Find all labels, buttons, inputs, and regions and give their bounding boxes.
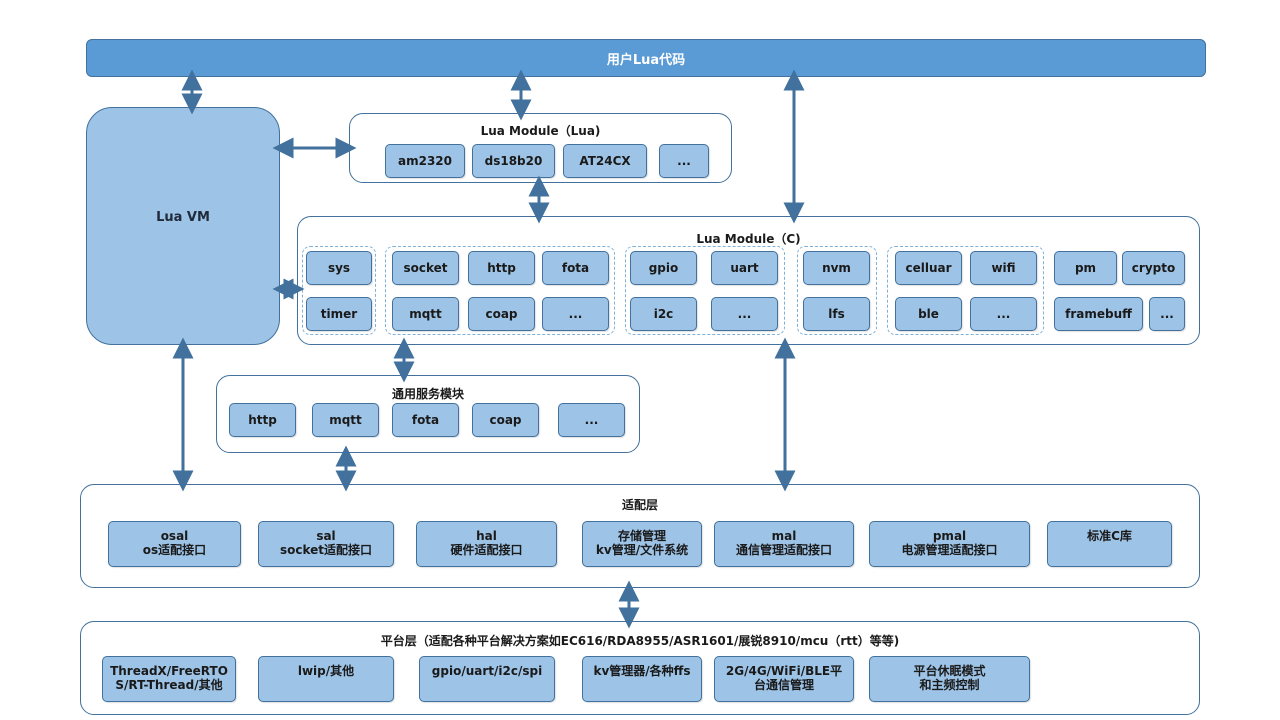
adapter-osal-desc: os适配接口 [142, 543, 207, 557]
service-http: http [229, 403, 296, 437]
adapter-osal-name: osal [160, 529, 189, 543]
adapter-pmal: pmal 电源管理适配接口 [869, 521, 1030, 567]
module-http: http [468, 251, 535, 285]
lua-module-lua-title: Lua Module（Lua) [480, 124, 601, 138]
user-lua-code-label: 用户Lua代码 [606, 52, 686, 68]
lua-vm-label: Lua VM [156, 209, 210, 225]
user-lua-code-bar: 用户Lua代码 [86, 39, 1206, 77]
module-coap: coap [468, 297, 535, 331]
platform-layer-title: 平台层（适配各种平台解决方案如EC616/RDA8955/ASR1601/展锐8… [380, 634, 900, 648]
module-wireless-more: ... [970, 297, 1037, 331]
module-network-more: ... [542, 297, 609, 331]
adapter-storage-desc: kv管理/文件系统 [595, 543, 689, 557]
module-uart: uart [711, 251, 778, 285]
adapter-stdc-name: 标准C库 [1087, 529, 1132, 543]
group-network [385, 246, 615, 335]
group-storage [797, 246, 877, 335]
module-mqtt: mqtt [392, 297, 459, 331]
adapter-pmal-desc: 电源管理适配接口 [901, 543, 998, 557]
platform-comm: 2G/4G/WiFi/BLE平 台通信管理 [714, 656, 854, 702]
module-lfs: lfs [803, 297, 870, 331]
platform-peripheral-line1: gpio/uart/i2c/spi [431, 664, 543, 678]
module-timer: timer [306, 297, 372, 331]
adapter-stdc: 标准C库 [1047, 521, 1172, 567]
platform-power: 平台休眠模式 和主频控制 [869, 656, 1030, 702]
adapter-sal-desc: socket适配接口 [279, 543, 373, 557]
platform-lwip-line1: lwip/其他 [297, 664, 355, 678]
adapter-storage-name: 存储管理 [617, 529, 666, 543]
adapter-mal-desc: 通信管理适配接口 [735, 543, 832, 557]
adapter-storage: 存储管理 kv管理/文件系统 [582, 521, 702, 567]
group-wireless [887, 246, 1044, 335]
module-i2c: i2c [630, 297, 697, 331]
module-lua-more: ... [659, 144, 709, 178]
service-mqtt: mqtt [312, 403, 379, 437]
adapter-hal-desc: 硬件适配接口 [450, 543, 523, 557]
module-wifi: wifi [970, 251, 1037, 285]
platform-comm-line2: 台通信管理 [753, 678, 814, 692]
module-peripheral-more: ... [711, 297, 778, 331]
service-fota: fota [392, 403, 459, 437]
adapter-sal-name: sal [316, 529, 336, 543]
platform-rtos-line1: ThreadX/FreeRTO [110, 664, 228, 678]
module-ble: ble [895, 297, 962, 331]
module-gpio: gpio [630, 251, 697, 285]
module-sys: sys [306, 251, 372, 285]
adapter-mal-name: mal [771, 529, 797, 543]
adapter-osal: osal os适配接口 [108, 521, 241, 567]
adapter-pmal-name: pmal [932, 529, 967, 543]
adapter-hal: hal 硬件适配接口 [416, 521, 557, 567]
platform-kv-line1: kv管理器/各种ffs [593, 664, 691, 678]
group-peripheral [625, 246, 785, 335]
adapter-mal: mal 通信管理适配接口 [714, 521, 854, 567]
platform-rtos: ThreadX/FreeRTO S/RT-Thread/其他 [102, 656, 236, 702]
platform-power-line2: 和主频控制 [919, 678, 980, 692]
service-more: ... [558, 403, 625, 437]
module-fota: fota [542, 251, 609, 285]
service-coap: coap [472, 403, 539, 437]
platform-peripheral: gpio/uart/i2c/spi [419, 656, 555, 702]
module-crypto: crypto [1122, 251, 1185, 285]
lua-module-c-title: Lua Module（C) [696, 232, 801, 246]
platform-power-line1: 平台休眠模式 [913, 664, 986, 678]
module-ds18b20: ds18b20 [472, 144, 555, 178]
module-pm: pm [1054, 251, 1117, 285]
adapter-sal: sal socket适配接口 [258, 521, 394, 567]
platform-comm-line1: 2G/4G/WiFi/BLE平 [725, 664, 843, 678]
module-am2320: am2320 [385, 144, 465, 178]
module-socket: socket [392, 251, 459, 285]
module-framebuff: framebuff [1054, 297, 1143, 331]
adapter-layer-title: 适配层 [621, 498, 658, 512]
adapter-hal-name: hal [476, 529, 497, 543]
module-at24cx: AT24CX [563, 144, 647, 178]
platform-rtos-line2: S/RT-Thread/其他 [115, 678, 223, 692]
lua-vm-block: Lua VM [86, 107, 280, 345]
module-misc-more: ... [1149, 297, 1185, 331]
services-title: 通用服务模块 [391, 387, 464, 401]
platform-lwip: lwip/其他 [258, 656, 394, 702]
module-nvm: nvm [803, 251, 870, 285]
module-celluar: celluar [895, 251, 962, 285]
platform-kv: kv管理器/各种ffs [582, 656, 702, 702]
